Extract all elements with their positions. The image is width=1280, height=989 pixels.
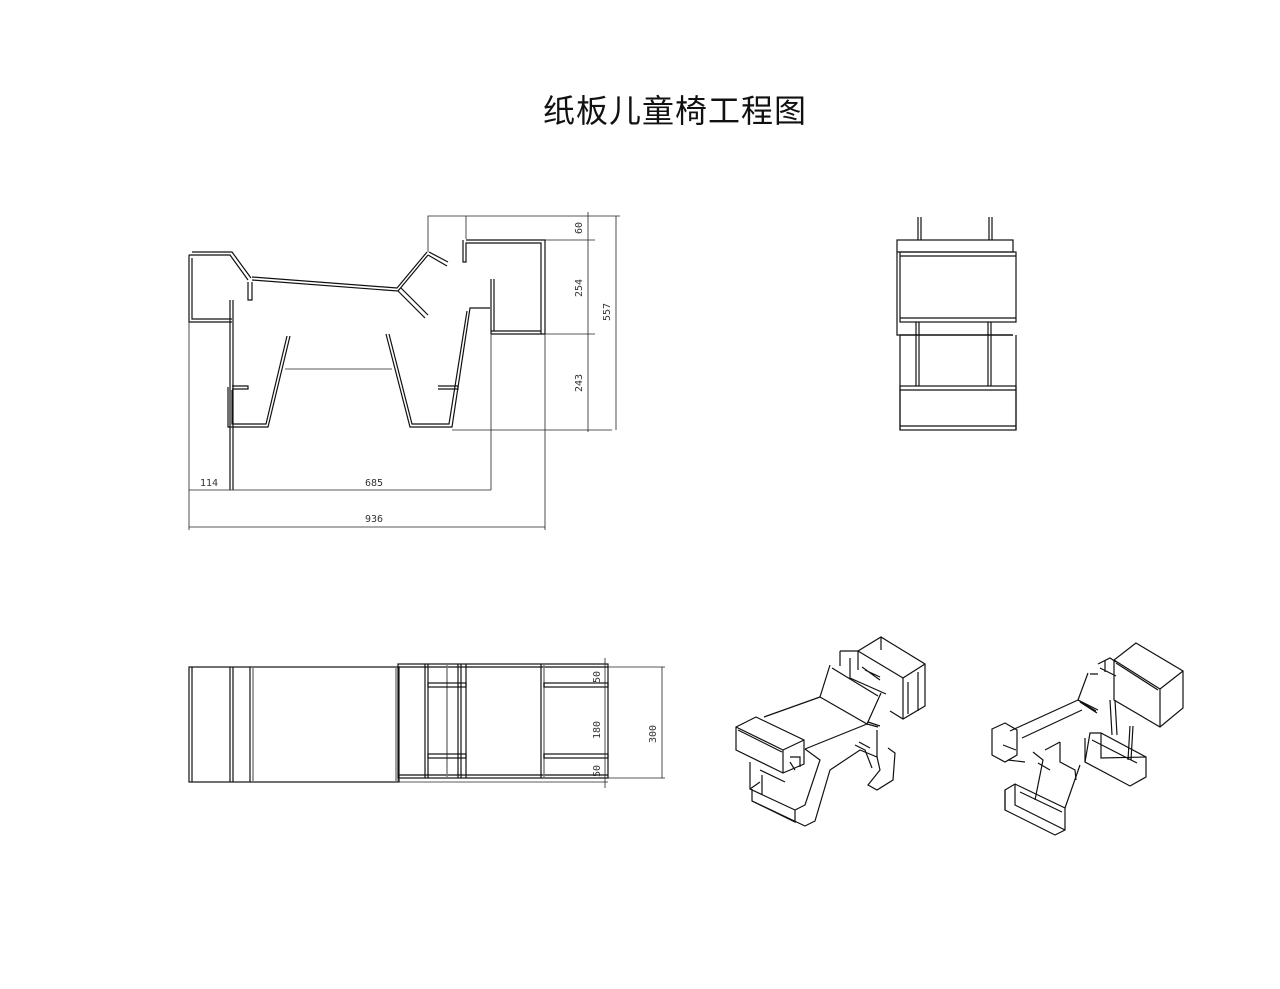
dim-total-depth: 300 <box>648 725 659 743</box>
dim-seg-bottom: 50 <box>592 765 603 777</box>
dim-seg-top: 50 <box>592 671 603 683</box>
dim-width-left: 114 <box>200 478 218 489</box>
drawing-title: 纸板儿童椅工程图 <box>542 92 807 130</box>
dim-height-total: 557 <box>602 303 613 321</box>
dim-seg-mid: 180 <box>592 721 603 739</box>
dim-height-bottom: 243 <box>574 374 585 392</box>
dim-width-total: 936 <box>365 514 383 525</box>
top-view: 50 180 50 300 <box>188 658 665 788</box>
dim-height-top: 60 <box>574 222 585 234</box>
dim-width-mid: 685 <box>365 478 383 489</box>
side-view <box>896 217 1017 431</box>
front-view: 60 254 243 557 114 685 936 <box>188 212 620 530</box>
dim-height-mid: 254 <box>574 279 585 297</box>
isometric-view-1 <box>735 636 926 827</box>
isometric-view-2 <box>991 642 1184 836</box>
